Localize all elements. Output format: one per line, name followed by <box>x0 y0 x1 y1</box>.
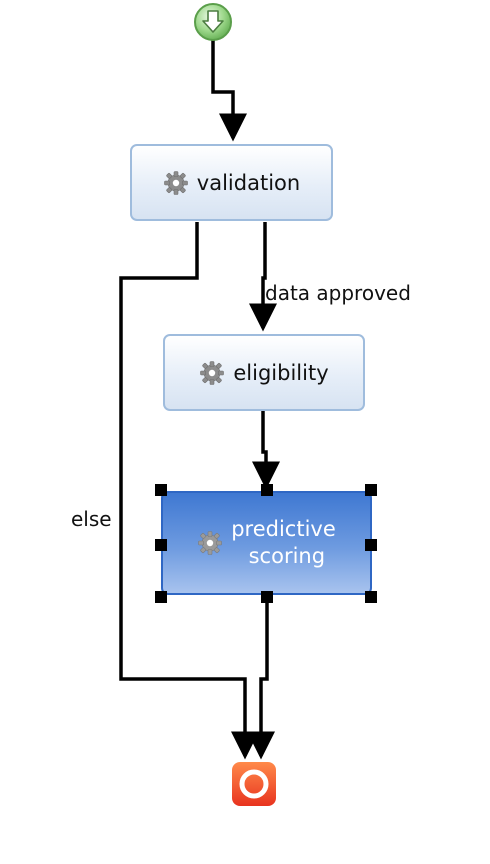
edge-label-else: else <box>71 507 112 531</box>
task-predictive-scoring[interactable]: predictive scoring <box>161 491 372 595</box>
edge-start-to-validation[interactable] <box>211 40 247 142</box>
resize-handle-bottom[interactable] <box>261 591 273 603</box>
edge-validation-to-eligibility[interactable] <box>249 222 277 332</box>
gear-icon <box>200 360 225 385</box>
start-event[interactable] <box>193 2 233 42</box>
resize-handle-bottom-left[interactable] <box>155 591 167 603</box>
stop-end-icon <box>232 762 276 806</box>
gear-icon <box>163 170 188 195</box>
task-eligibility[interactable]: eligibility <box>163 334 365 411</box>
resize-handle-bottom-right[interactable] <box>365 591 377 603</box>
edge-validation-to-end-else[interactable] <box>119 222 259 760</box>
edge-eligibility-to-scoring[interactable] <box>252 411 280 490</box>
resize-handle-top-left[interactable] <box>155 484 167 496</box>
task-validation[interactable]: validation <box>130 144 333 221</box>
resize-handle-right[interactable] <box>365 539 377 551</box>
resize-handle-left[interactable] <box>155 539 167 551</box>
resize-handle-top-right[interactable] <box>365 484 377 496</box>
task-label: eligibility <box>233 360 329 385</box>
gear-icon <box>198 531 223 555</box>
task-label: predictive scoring <box>231 517 336 568</box>
task-label: validation <box>196 170 301 195</box>
edge-scoring-to-end[interactable] <box>247 597 275 760</box>
resize-handle-top[interactable] <box>261 484 273 496</box>
down-arrow-start-icon <box>194 3 232 41</box>
edge-label-data-approved: data approved <box>265 281 411 305</box>
end-event[interactable] <box>231 761 277 807</box>
